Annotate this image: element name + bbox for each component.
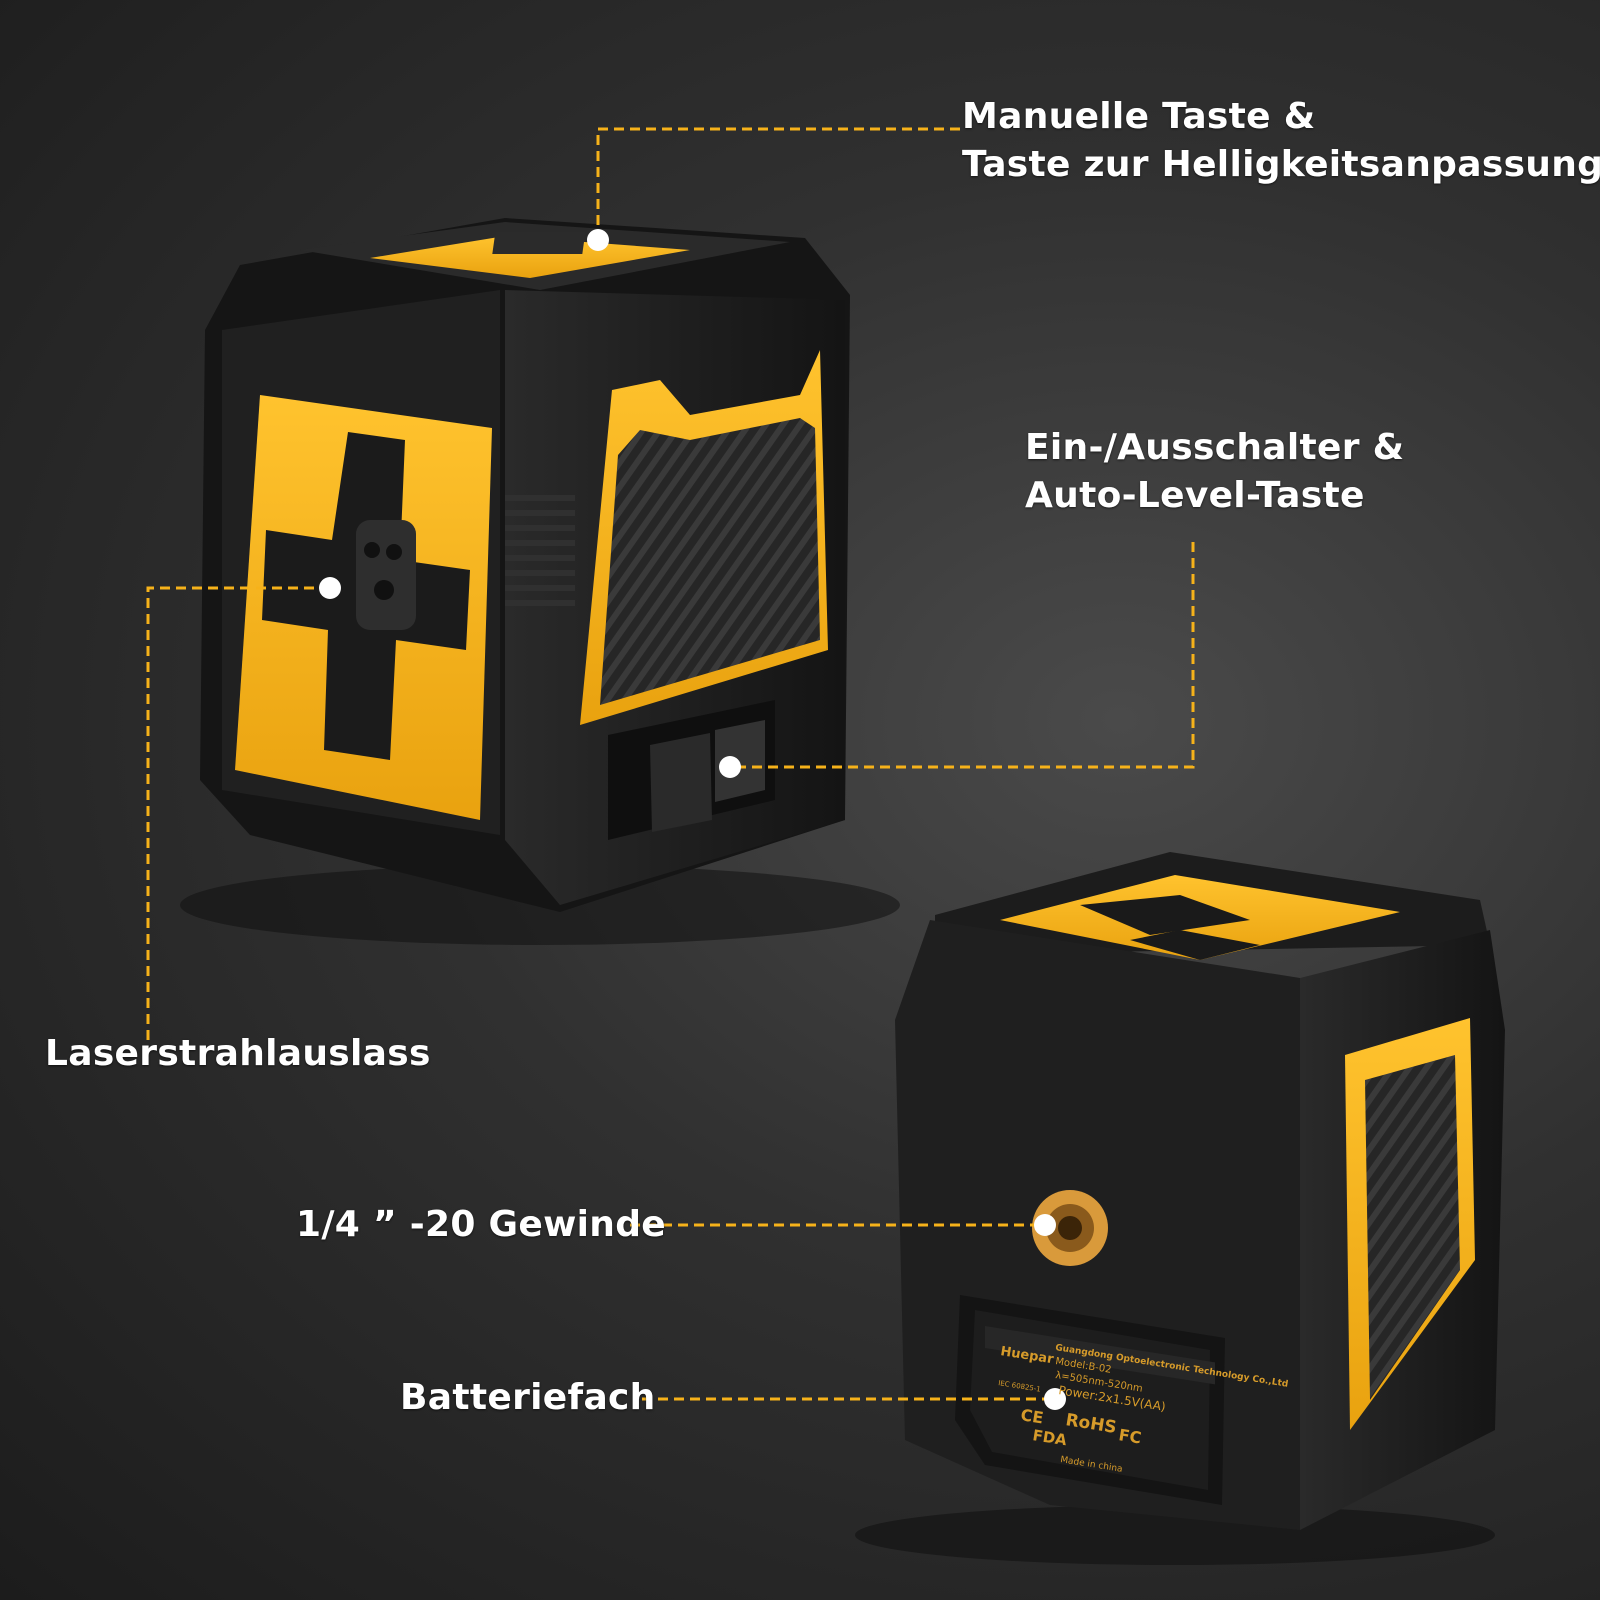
callout-dots: [319, 229, 1066, 1410]
laser-level-front: [180, 218, 900, 945]
callout-laser-outlet: Laserstrahlauslass: [45, 1030, 431, 1078]
label-fda: FDA: [1031, 1426, 1068, 1449]
callout-manual-button-line1: Manuelle Taste &: [962, 96, 1316, 137]
laser-level-bottom: [855, 852, 1505, 1565]
callout-battery: Batteriefach: [400, 1374, 656, 1422]
callout-manual-button-line2: Taste zur Helligkeitsanpassung: [962, 144, 1600, 185]
callout-thread-text: 1/4 ” -20 Gewinde: [296, 1204, 667, 1245]
label-fc: FC: [1117, 1425, 1142, 1447]
callout-power-switch-line1: Ein-/Ausschalter &: [1025, 427, 1405, 468]
callout-manual-button: Manuelle Taste & Taste zur Helligkeitsan…: [962, 93, 1600, 189]
callout-laser-outlet-text: Laserstrahlauslass: [45, 1033, 431, 1074]
callout-power-switch-line2: Auto-Level-Taste: [1025, 475, 1365, 516]
callout-leaders: [146, 127, 1195, 1401]
callout-battery-text: Batteriefach: [400, 1377, 656, 1418]
callout-power-switch: Ein-/Ausschalter & Auto-Level-Taste: [1025, 424, 1404, 520]
label-ce: CE: [1019, 1405, 1044, 1427]
callout-thread: 1/4 ” -20 Gewinde: [296, 1201, 666, 1249]
